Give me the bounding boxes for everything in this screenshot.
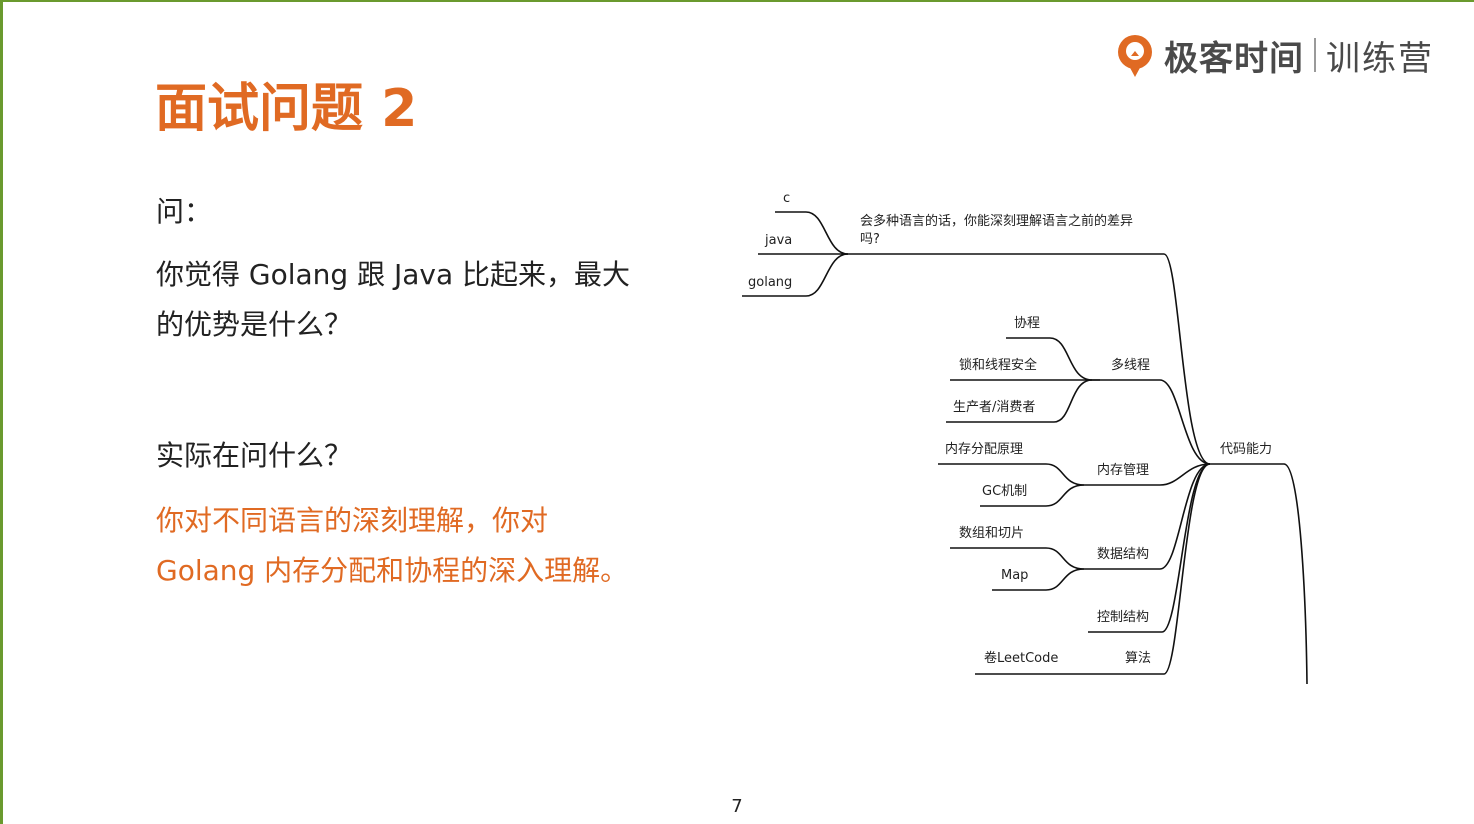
node-array: 数组和切片 <box>959 526 1024 541</box>
node-coroutine: 协程 <box>1014 316 1040 331</box>
brand-logo: 极客时间 训练营 <box>1114 30 1434 80</box>
edge-producer-curve <box>1053 379 1093 423</box>
edge-gc-curve <box>1045 484 1085 507</box>
frame-left-border <box>0 0 3 824</box>
brand-subtitle: 训练营 <box>1326 38 1434 79</box>
edge-c-curve <box>805 211 849 255</box>
edge-algorithm-to-root <box>1163 463 1211 675</box>
node-algorithm: 算法 <box>1125 651 1151 666</box>
real-question-label: 实际在问什么？ <box>156 439 353 472</box>
page-number: 7 <box>731 796 743 817</box>
slide-title: 面试问题 2 <box>155 79 418 139</box>
node-java: java <box>764 233 792 248</box>
edge-coroutine-curve <box>1049 337 1093 381</box>
edge-memory-to-root <box>1159 463 1211 486</box>
node-root: 代码能力 <box>1220 442 1272 457</box>
node-golang: golang <box>748 275 792 290</box>
edge-map-curve <box>1045 568 1085 591</box>
geekbang-logo-icon <box>1118 35 1152 77</box>
edge-root-down <box>1283 463 1308 685</box>
answer-text: 你对不同语言的深刻理解，你对 Golang 内存分配和协程的深入理解。 <box>156 504 629 587</box>
edge-array-curve <box>1045 547 1085 570</box>
node-lock: 锁和线程安全 <box>959 357 1037 373</box>
brand-separator <box>1314 38 1316 72</box>
node-lang-branch-line2: 吗? <box>860 232 880 247</box>
node-c: c <box>783 191 790 206</box>
node-lang-branch-line1: 会多种语言的话，你能深刻理解语言之前的差异 <box>860 213 1133 229</box>
node-producer: 生产者/消费者 <box>953 400 1035 415</box>
question-text: 你觉得 Golang 跟 Java 比起来，最大的优势是什么？ <box>156 258 631 341</box>
node-memory: 内存管理 <box>1097 462 1149 478</box>
node-gc: GC机制 <box>982 484 1027 499</box>
node-datastruct: 数据结构 <box>1097 547 1149 562</box>
edge-datastruct-to-root <box>1159 463 1211 570</box>
frame-top-border <box>0 0 1474 2</box>
edge-alloc-curve <box>1045 463 1085 486</box>
edge-lang-to-root <box>1163 253 1211 465</box>
question-label: 问： <box>156 195 213 228</box>
node-alloc: 内存分配原理 <box>945 441 1023 457</box>
edge-multithread-to-root <box>1159 379 1211 465</box>
brand-name: 极客时间 <box>1164 38 1304 79</box>
node-map: Map <box>1001 568 1028 583</box>
node-leetcode: 卷LeetCode <box>984 650 1058 666</box>
node-multithread: 多线程 <box>1111 357 1150 373</box>
node-control: 控制结构 <box>1097 610 1149 625</box>
edge-golang-curve <box>805 253 849 297</box>
